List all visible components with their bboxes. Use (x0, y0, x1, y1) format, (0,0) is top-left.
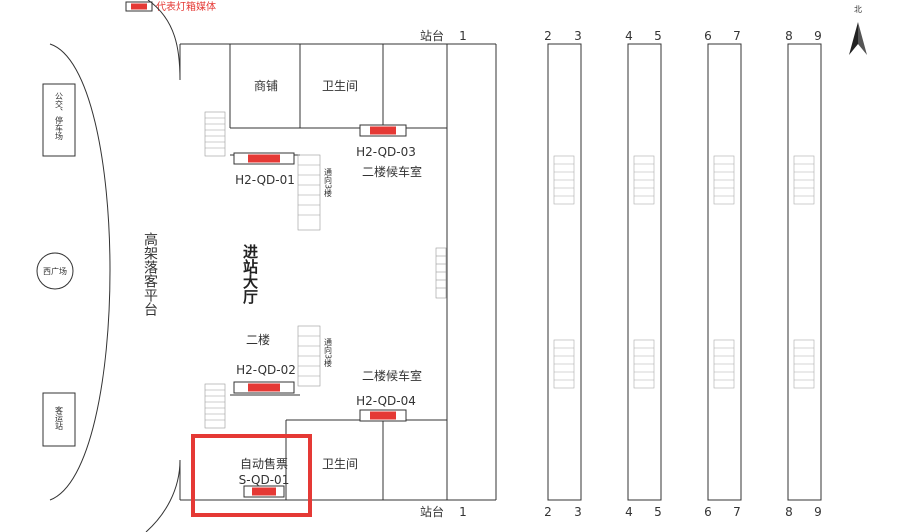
track-9-top: 9 (814, 29, 822, 43)
toilet-bottom-label: 卫生间 (322, 457, 358, 471)
highlight-box (191, 434, 312, 517)
platform-label-bottom: 站台 (420, 504, 444, 519)
coach-station-box (42, 392, 76, 447)
track-7-top: 7 (733, 29, 741, 43)
hall-walls (179, 43, 497, 501)
media-s-qd-01[interactable] (243, 485, 285, 498)
stair-note-bottom: 通向3楼 (324, 337, 333, 368)
track-8-top: 8 (785, 29, 793, 43)
platform-label-top: 站台 (420, 28, 444, 43)
ticket-machine-label: 自动售票 (240, 456, 288, 471)
media-h2-qd-02[interactable] (233, 381, 295, 394)
platform-curve-outer (49, 43, 111, 501)
north-arrow-icon (849, 22, 867, 55)
track-8-bottom: 8 (785, 505, 793, 519)
track-5-bottom: 5 (654, 505, 662, 519)
media-h2-qd-04[interactable] (359, 409, 407, 422)
second-floor-label: 二楼 (246, 332, 270, 347)
platform-curve-bottom (145, 459, 181, 532)
bus-parking-label: 公交、停车场 (55, 92, 64, 141)
elevated-platform-label: 高架落客平台 (142, 231, 158, 316)
toilet-top-label: 卫生间 (322, 79, 358, 93)
shop-label: 商铺 (254, 78, 278, 93)
track-3-top: 3 (574, 29, 582, 43)
coach-station-label: 客运站 (55, 405, 64, 431)
track-4-bottom: 4 (625, 505, 633, 519)
stair-note-top: 通向3楼 (324, 167, 333, 198)
track-2-top: 2 (544, 29, 552, 43)
track-7-bottom: 7 (733, 505, 741, 519)
bus-parking-box (42, 83, 76, 157)
media-s-qd-01-label: S-QD-01 (239, 473, 290, 487)
track-3-bottom: 3 (574, 505, 582, 519)
track-6-bottom: 6 (704, 505, 712, 519)
media-h2-qd-01-label: H2-QD-01 (235, 173, 295, 187)
hall-name-label: 进站大厅 (241, 244, 259, 305)
waiting-room-top-label: 二楼候车室 (362, 164, 422, 179)
media-h2-qd-04-label: H2-QD-04 (356, 394, 416, 408)
media-h2-qd-03-label: H2-QD-03 (356, 145, 416, 159)
track-1-bottom: 1 (459, 505, 467, 519)
media-h2-qd-03[interactable] (359, 124, 407, 137)
legend-swatch (131, 3, 147, 10)
track-1-top: 1 (459, 29, 467, 43)
track-6-top: 6 (704, 29, 712, 43)
west-square-label: 西广场 (43, 266, 67, 276)
track-5-top: 5 (654, 29, 662, 43)
media-h2-qd-02-label: H2-QD-02 (236, 363, 296, 377)
waiting-room-bottom-label: 二楼候车室 (362, 368, 422, 383)
west-square-circle (36, 252, 74, 290)
legend-label: 代表灯箱媒体 (156, 0, 216, 13)
media-h2-qd-01[interactable] (233, 152, 295, 165)
north-label: 北 (854, 5, 862, 14)
track-4-top: 4 (625, 29, 633, 43)
track-9-bottom: 9 (814, 505, 822, 519)
platform-stairs (553, 155, 815, 389)
track-2-bottom: 2 (544, 505, 552, 519)
staircases (204, 111, 447, 429)
platform-strips (547, 43, 822, 501)
